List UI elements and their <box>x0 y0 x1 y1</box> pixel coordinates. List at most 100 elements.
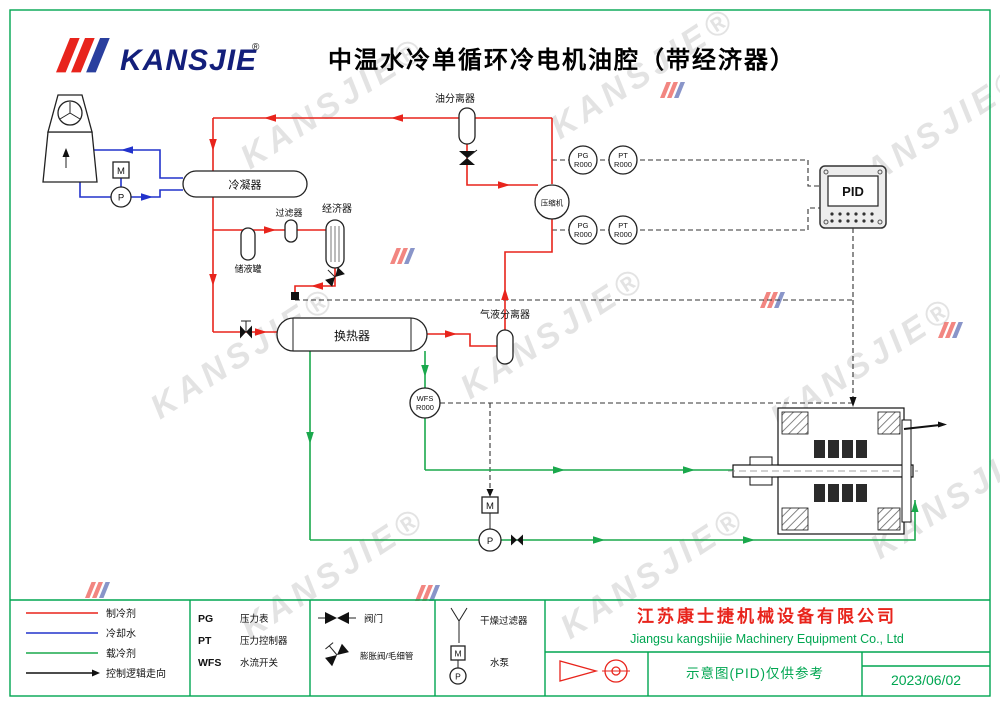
solenoid-valve <box>291 292 299 300</box>
pt-abbr: PT <box>618 151 628 160</box>
condenser-label: 冷凝器 <box>229 178 262 192</box>
pg-abbr: PG <box>578 221 589 230</box>
flow-arrow <box>209 139 217 151</box>
compressor-label: 压缩机 <box>541 198 564 208</box>
watermark-layer: KANSJIE® KANSJIE® KANSJIE® KANSJIE® KANS… <box>85 0 1000 647</box>
legend-pump-label: 水泵 <box>490 657 510 669</box>
legend-pump-p: P <box>455 672 461 682</box>
control-lines <box>294 159 857 497</box>
liquid-receiver: 储液罐 <box>234 227 262 274</box>
pump-valve <box>511 534 517 546</box>
heat-exchanger: 换热器 <box>276 317 428 352</box>
legend-valve-icon <box>318 612 356 624</box>
cooling-water-pipes <box>79 146 183 201</box>
pump-label: P <box>118 193 124 204</box>
watermark-logo-icon <box>85 582 110 598</box>
filter-label: 过滤器 <box>275 207 302 218</box>
legend-valve-label: 阀门 <box>364 613 383 625</box>
oil-separator: 油分离器 <box>435 92 476 145</box>
legend-control-label: 控制逻辑走向 <box>106 667 166 680</box>
flow-arrow <box>445 330 457 338</box>
legend-expansion-label: 膨胀阀/毛细管 <box>360 651 413 661</box>
motor-pointer-tip <box>938 421 947 428</box>
motor-pointer <box>903 424 941 430</box>
watermark-logo-icon <box>660 82 685 98</box>
logo-text: KANSJIE <box>120 44 257 77</box>
legend-pg-abbr: PG <box>198 613 213 625</box>
pump-valve <box>517 534 523 546</box>
pg-tag: R000 <box>574 230 592 239</box>
pt-instrument-1: PT R000 <box>608 145 638 175</box>
expansion-valve <box>325 267 345 287</box>
motor-windings <box>814 440 867 502</box>
flow-arrow <box>306 432 314 444</box>
flow-arrow <box>501 288 509 300</box>
flow-arrow <box>498 181 510 189</box>
condenser: 冷凝器 <box>182 170 308 198</box>
flow-arrow <box>553 466 565 474</box>
gas-liquid-separator: 气液分离器 <box>480 308 530 365</box>
pid-controller: PID <box>819 165 887 229</box>
pid-buttons <box>830 212 874 223</box>
logo-registered-mark: ® <box>252 42 260 53</box>
pg-tag: R000 <box>574 160 592 169</box>
receiver-label: 储液罐 <box>234 263 261 274</box>
pump-circle <box>110 186 132 208</box>
gas-liquid-separator-label: 气液分离器 <box>480 308 530 321</box>
legend-refrigerant-label: 制冷剂 <box>106 607 136 620</box>
motor-label: M <box>486 501 494 512</box>
legend-wfs-name: 水流开关 <box>240 657 279 669</box>
pg-instrument-2: PG R000 <box>568 215 598 245</box>
cooling-tower <box>42 94 98 183</box>
title-block: 江苏康士捷机械设备有限公司 Jiangsu kangshijie Machine… <box>559 606 961 688</box>
legend-pt-abbr: PT <box>198 635 212 647</box>
flow-arrow <box>311 282 323 290</box>
motor-label: M <box>117 166 125 177</box>
flow-arrow <box>683 466 695 474</box>
refrigerant-pipes <box>209 114 553 347</box>
company-name-cn: 江苏康士捷机械设备有限公司 <box>637 606 897 626</box>
heat-exchanger-label: 换热器 <box>334 329 370 343</box>
economizer-label: 经济器 <box>322 202 352 215</box>
tower-arrow <box>62 148 70 157</box>
pt-tag: R000 <box>614 160 632 169</box>
oil-separator-label: 油分离器 <box>435 92 475 105</box>
flow-arrow <box>255 328 267 336</box>
legend-cooling-water-label: 冷却水 <box>106 627 136 640</box>
legend-pg-name: 压力表 <box>240 613 269 625</box>
control-arrow <box>849 397 857 407</box>
flow-arrow <box>264 114 276 122</box>
legend-expansion-valve-icon <box>325 642 349 667</box>
pump-circle <box>478 528 502 552</box>
wfs-tag: R000 <box>416 403 434 412</box>
coolant-pipes <box>306 351 919 544</box>
flow-arrow <box>743 536 755 544</box>
logo-triangles-icon <box>56 38 110 73</box>
watermark-logo-icon <box>390 248 415 264</box>
pg-abbr: PG <box>578 151 589 160</box>
legend-coolant-label: 载冷剂 <box>106 647 136 660</box>
legend-pt-name: 压力控制器 <box>240 635 288 647</box>
legend: 制冷剂 冷却水 载冷剂 控制逻辑走向 PG 压力表 PT 压力控制器 WFS 水… <box>26 607 528 685</box>
pt-tag: R000 <box>614 230 632 239</box>
flow-arrow <box>421 365 429 377</box>
wfs-abbr: WFS <box>417 394 434 403</box>
pg-instrument-1: PG R000 <box>568 145 598 175</box>
legend-wfs-abbr: WFS <box>198 657 221 669</box>
projection-symbol-icon <box>559 659 630 683</box>
flow-arrow <box>911 500 919 512</box>
legend-dry-filter-icon <box>450 607 468 643</box>
page-border <box>9 9 991 697</box>
economizer: 经济器 <box>322 202 352 269</box>
flow-arrow <box>141 193 153 201</box>
brand-logo: KANSJIE ® <box>56 38 260 77</box>
pid-screws <box>823 169 883 225</box>
legend-dry-filter-label: 干燥过滤器 <box>480 615 528 627</box>
pid-label: PID <box>842 184 864 199</box>
control-arrow <box>486 489 494 497</box>
filter-drier: 过滤器 <box>275 207 303 243</box>
flow-arrow <box>391 114 403 122</box>
pt-abbr: PT <box>618 221 628 230</box>
wfs-instrument: WFS R000 <box>409 387 441 419</box>
